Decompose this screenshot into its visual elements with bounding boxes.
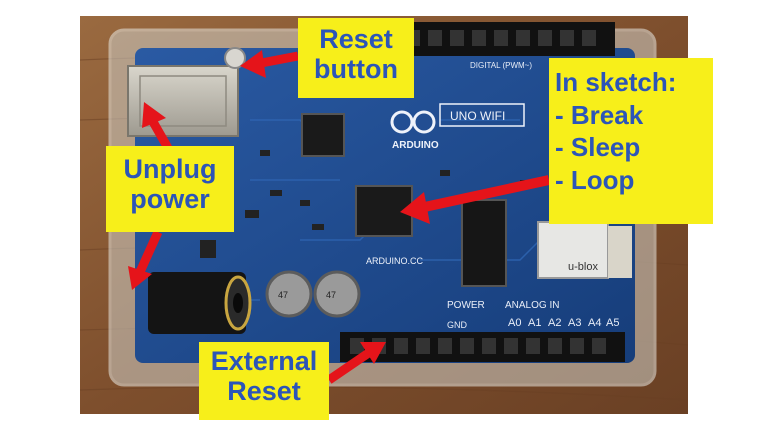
memory-chip — [461, 199, 507, 287]
callout-reset-button: Reset button — [298, 18, 414, 98]
digital-label: DIGITAL (PWM~) — [470, 61, 532, 70]
pin-label-a5: A5 — [606, 317, 619, 329]
pin-label-a2: A2 — [548, 317, 561, 329]
callout-unplug-line2: power — [130, 184, 210, 215]
callout-sketch-item-loop: - Loop — [555, 164, 635, 195]
arrows — [128, 50, 551, 384]
barrel-jack — [148, 272, 246, 334]
callout-reset-line1: Reset — [319, 24, 393, 54]
board-brand: ARDUINO — [392, 140, 439, 151]
pin-label-a0: A0 — [508, 317, 521, 329]
board-site: ARDUINO.CC — [366, 256, 424, 266]
usb-chip — [301, 113, 345, 157]
callout-external-reset: External Reset — [199, 342, 329, 420]
power-label: POWER — [447, 300, 485, 311]
pin-label-a4: A4 — [588, 317, 601, 329]
callout-sketch-title: In sketch: — [555, 67, 677, 97]
svg-text:47: 47 — [278, 290, 288, 300]
callout-ext-line2: Reset — [227, 376, 301, 407]
pin-label-a1: A1 — [528, 317, 541, 329]
callout-unplug-power: Unplug power — [106, 146, 234, 232]
board-model: UNO WIFI — [450, 109, 505, 123]
callout-sketch-item-break: - Break — [555, 99, 644, 130]
callout-reset-line2: button — [314, 54, 398, 85]
pin-label-a3: A3 — [568, 317, 581, 329]
arrow-to-chip — [418, 175, 551, 213]
callout-in-sketch: In sketch: - Break - Sleep - Loop — [549, 58, 713, 224]
callout-ext-line1: External — [210, 346, 318, 376]
arrow-to-jack — [135, 230, 163, 274]
reset-button-part — [224, 47, 246, 69]
callout-sketch-item-sleep: - Sleep — [555, 132, 641, 162]
arduino-logo-right — [412, 110, 436, 134]
module-label: u-blox — [568, 261, 598, 273]
analog-in-label: ANALOG IN — [505, 300, 559, 311]
analog-pin-labels: A0 A1 A2 A3 A4 A5 — [508, 317, 619, 329]
arrow-to-header — [326, 348, 373, 384]
svg-text:47: 47 — [326, 290, 336, 300]
gnd-label: GND — [447, 320, 468, 330]
arrow-to-usb — [148, 117, 172, 151]
callout-unplug-line1: Unplug — [123, 154, 217, 184]
capacitors: 47 47 — [265, 270, 361, 318]
arduino-logo-left — [390, 110, 414, 134]
